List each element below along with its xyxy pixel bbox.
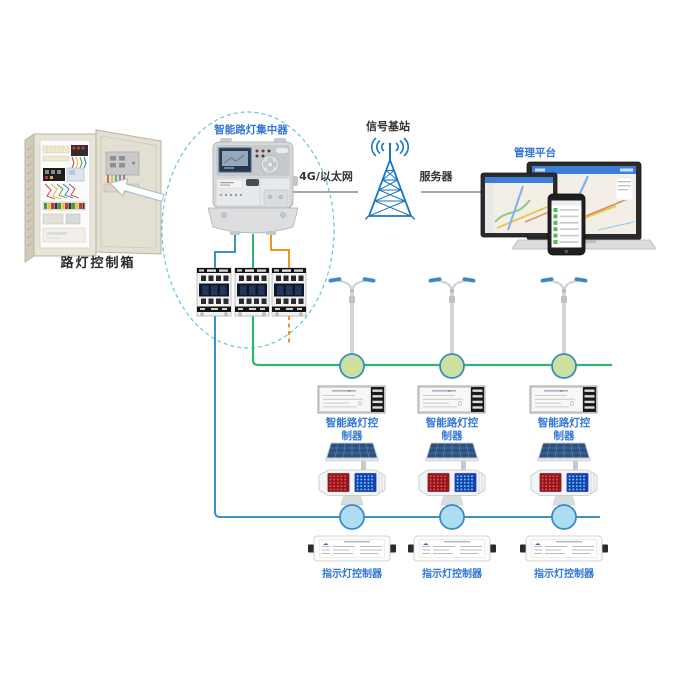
smartphone xyxy=(547,193,586,256)
signal-tower xyxy=(364,137,416,220)
platform-label: 管理平台 xyxy=(514,147,556,159)
street-controller-label-3: 智能路灯控制器 xyxy=(537,417,591,442)
street-light-1 xyxy=(327,275,377,368)
street-light-controller-3 xyxy=(529,385,598,414)
indicator-controller-label-1: 指示灯控制器 xyxy=(322,569,382,580)
management-platform xyxy=(480,161,657,256)
street-controller-label-1: 智能路灯控制器 xyxy=(325,417,379,442)
street-light-controller-2 xyxy=(417,385,486,414)
blue-node-3 xyxy=(551,504,577,530)
base-station-label: 信号基站 xyxy=(366,120,410,133)
street-light-control-cabinet xyxy=(24,129,162,263)
callout-arrow xyxy=(108,177,165,203)
solar-warning-light-1 xyxy=(318,442,386,506)
solar-warning-light-3 xyxy=(530,442,598,506)
green-node-2 xyxy=(439,353,465,379)
concentrator-label: 智能路灯集中器 xyxy=(214,124,288,136)
green-node-1 xyxy=(339,353,365,379)
server-label: 服务器 xyxy=(419,170,453,183)
link-4g-label: 4G/以太网 xyxy=(299,170,353,183)
contactor-1 xyxy=(196,267,232,317)
indicator-controller-3 xyxy=(519,535,609,562)
indicator-controller-label-2: 指示灯控制器 xyxy=(422,569,482,580)
street-light-controller-1 xyxy=(317,385,386,414)
concentrator-group-ellipse xyxy=(161,111,335,349)
contactor-3 xyxy=(271,267,307,317)
street-light-2 xyxy=(427,275,477,368)
monitor xyxy=(480,172,558,238)
street-light-3 xyxy=(539,275,589,368)
blue-node-1 xyxy=(339,504,365,530)
concentrator-device xyxy=(207,138,299,235)
indicator-controller-2 xyxy=(407,535,497,562)
street-controller-label-2: 智能路灯控制器 xyxy=(425,417,479,442)
solar-warning-light-2 xyxy=(418,442,486,506)
green-node-3 xyxy=(551,353,577,379)
cabinet-label: 路灯控制箱 xyxy=(60,256,136,271)
indicator-controller-1 xyxy=(307,535,397,562)
indicator-controller-label-3: 指示灯控制器 xyxy=(534,569,594,580)
blue-node-2 xyxy=(439,504,465,530)
feeder-lines xyxy=(214,234,612,518)
contactor-2 xyxy=(234,267,270,317)
